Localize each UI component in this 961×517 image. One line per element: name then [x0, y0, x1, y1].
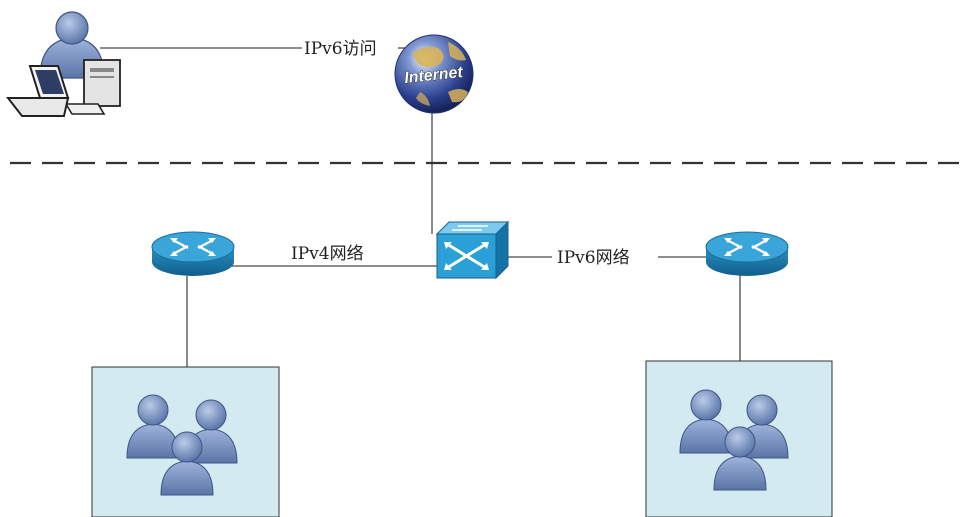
globe-label: Internet [403, 64, 464, 87]
router-left-icon [151, 231, 235, 276]
lan-right-box [645, 360, 833, 517]
switch-icon [435, 220, 510, 280]
label-ipv6-access: IPv6访问 [304, 39, 377, 59]
internet-globe-icon: Internet [394, 34, 474, 114]
router-right-icon [705, 231, 789, 276]
label-ipv4-network: IPv4网络 [291, 244, 364, 264]
lan-left-box [91, 366, 280, 517]
user-workstation-icon [5, 11, 121, 117]
label-ipv6-network: IPv6网络 [557, 248, 630, 268]
